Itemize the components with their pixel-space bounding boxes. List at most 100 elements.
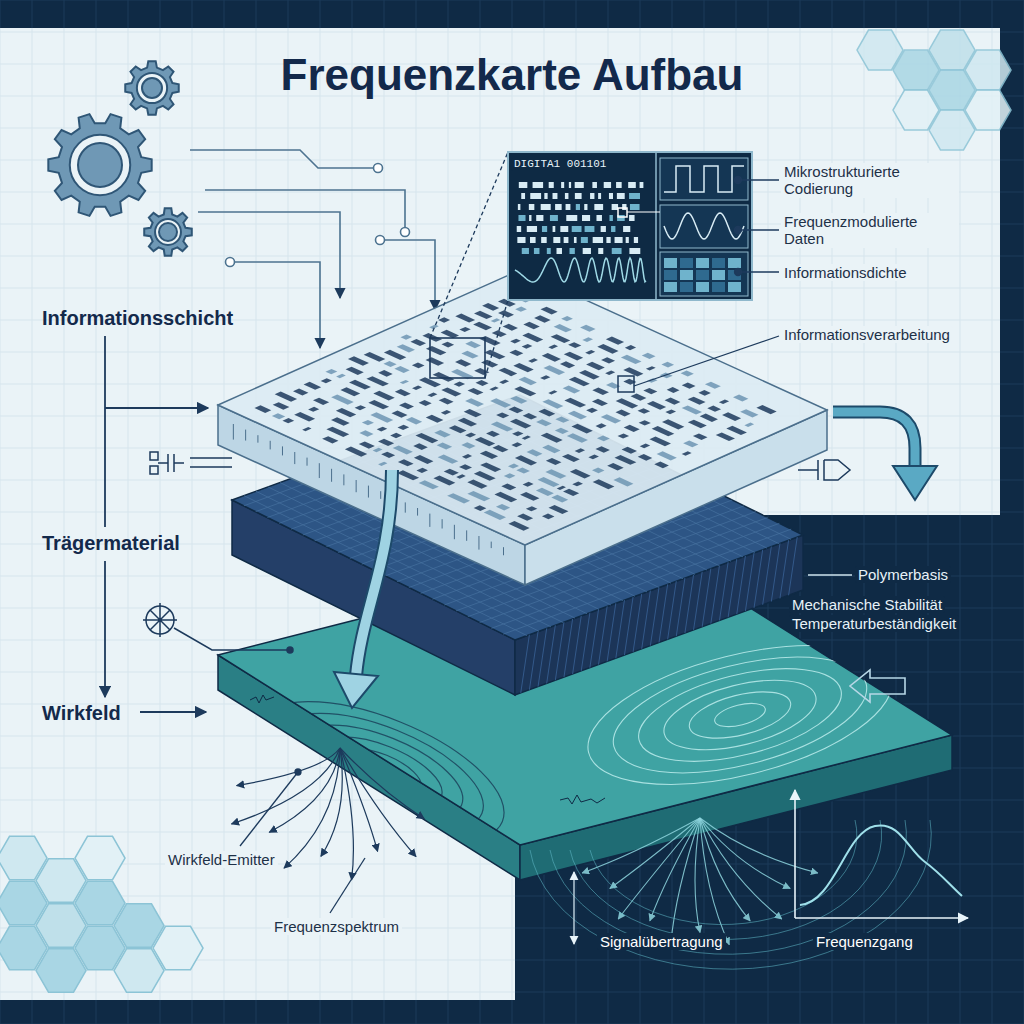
bit-pattern [647,401,666,410]
bit-pattern [494,492,517,502]
dark-grid [0,992,1024,993]
gear-icon [155,219,181,245]
dark-grid [0,896,1024,897]
bit-pattern [391,410,407,417]
detail-inset [517,237,525,243]
detail-inset [566,215,577,221]
diagram-title: Frequenzkarte Aufbau [0,50,1024,101]
detail-inset [623,226,630,232]
field-lines [700,818,729,945]
detail-inset [590,193,594,199]
bit-pattern [331,394,354,404]
layer-connector [104,336,106,527]
bit-pattern [378,462,387,466]
detail-inset [712,282,725,292]
field-lines [712,699,767,731]
bit-pattern [523,413,537,420]
detail-inset [680,270,693,280]
frequency-chart [795,917,968,919]
bit-pattern [492,445,508,452]
bit-pattern [456,474,466,478]
bit-pattern [560,361,575,368]
detail-inset [696,282,709,292]
carrier-hatch [564,619,573,677]
detail-inset [542,226,547,232]
detail-inset [508,152,752,300]
bit-pattern [582,337,593,342]
bit-pattern [605,370,615,375]
bit-pattern [551,334,571,343]
bit-pattern [740,409,758,417]
layer-label: Wirkfeld [42,700,121,727]
circuit-line [376,236,385,245]
bit-pattern [482,303,499,311]
circuit-symbol [798,460,850,480]
detail-inset [576,204,580,210]
bit-pattern [538,409,555,417]
leader-line [295,769,301,775]
bit-pattern [515,307,527,312]
bit-pattern [378,439,394,446]
gear-icon [70,135,130,195]
bit-pattern [496,412,509,418]
flow-arrow [833,412,915,470]
bit-pattern [540,307,557,315]
field-lines [582,818,700,873]
layer-label: Trägermaterial [42,530,180,557]
bit-pattern [415,433,438,443]
detail-inset [541,204,551,210]
bit-pattern [384,350,406,360]
bit-pattern [313,398,329,405]
callout-label: Frequenzspektrum [271,918,402,935]
bit-pattern [444,469,459,476]
bit-pattern [413,443,428,450]
hexagon-pattern [965,90,1011,130]
edge-marks [466,530,467,540]
light-grid [960,0,961,1024]
bit-pattern [522,333,543,342]
bit-pattern [621,355,642,364]
bit-pattern [595,423,606,428]
gear-icon [78,143,122,187]
detail-inset [680,258,693,268]
leader-line [738,229,779,230]
bit-pattern [642,353,656,359]
bit-pattern [465,398,484,407]
bit-pattern [461,351,478,359]
carrier-hatch [694,572,703,630]
bit-pattern [568,342,581,348]
bit-pattern [571,424,592,434]
bit-pattern [665,409,676,414]
bit-pattern [348,356,369,366]
bit-pattern [465,341,481,348]
bit-pattern [359,430,373,436]
bit-pattern [523,482,534,487]
bit-pattern [475,437,495,446]
bit-pattern [515,455,537,465]
bit-pattern [522,344,533,349]
detail-inset [574,237,577,243]
carrier-hatch [573,616,582,674]
bit-pattern [693,433,708,440]
light-grid [832,0,833,1024]
flow-arrow [334,470,392,708]
leader-line [330,858,365,913]
bit-pattern [588,454,599,459]
circuit-line [374,164,383,173]
bit-pattern [501,484,516,491]
callout-label: Mechanische Stabilität [789,596,945,613]
bit-pattern [355,405,366,410]
detail-inset [609,215,612,221]
gear-icon [137,73,167,103]
detail-inset [680,282,693,292]
circuit-symbol [150,452,158,460]
leader-line [735,177,742,184]
bit-pattern [624,425,640,432]
circuit-line [230,262,320,348]
bit-pattern [586,408,598,413]
edge-marks [442,519,443,528]
detail-inset [628,182,636,188]
